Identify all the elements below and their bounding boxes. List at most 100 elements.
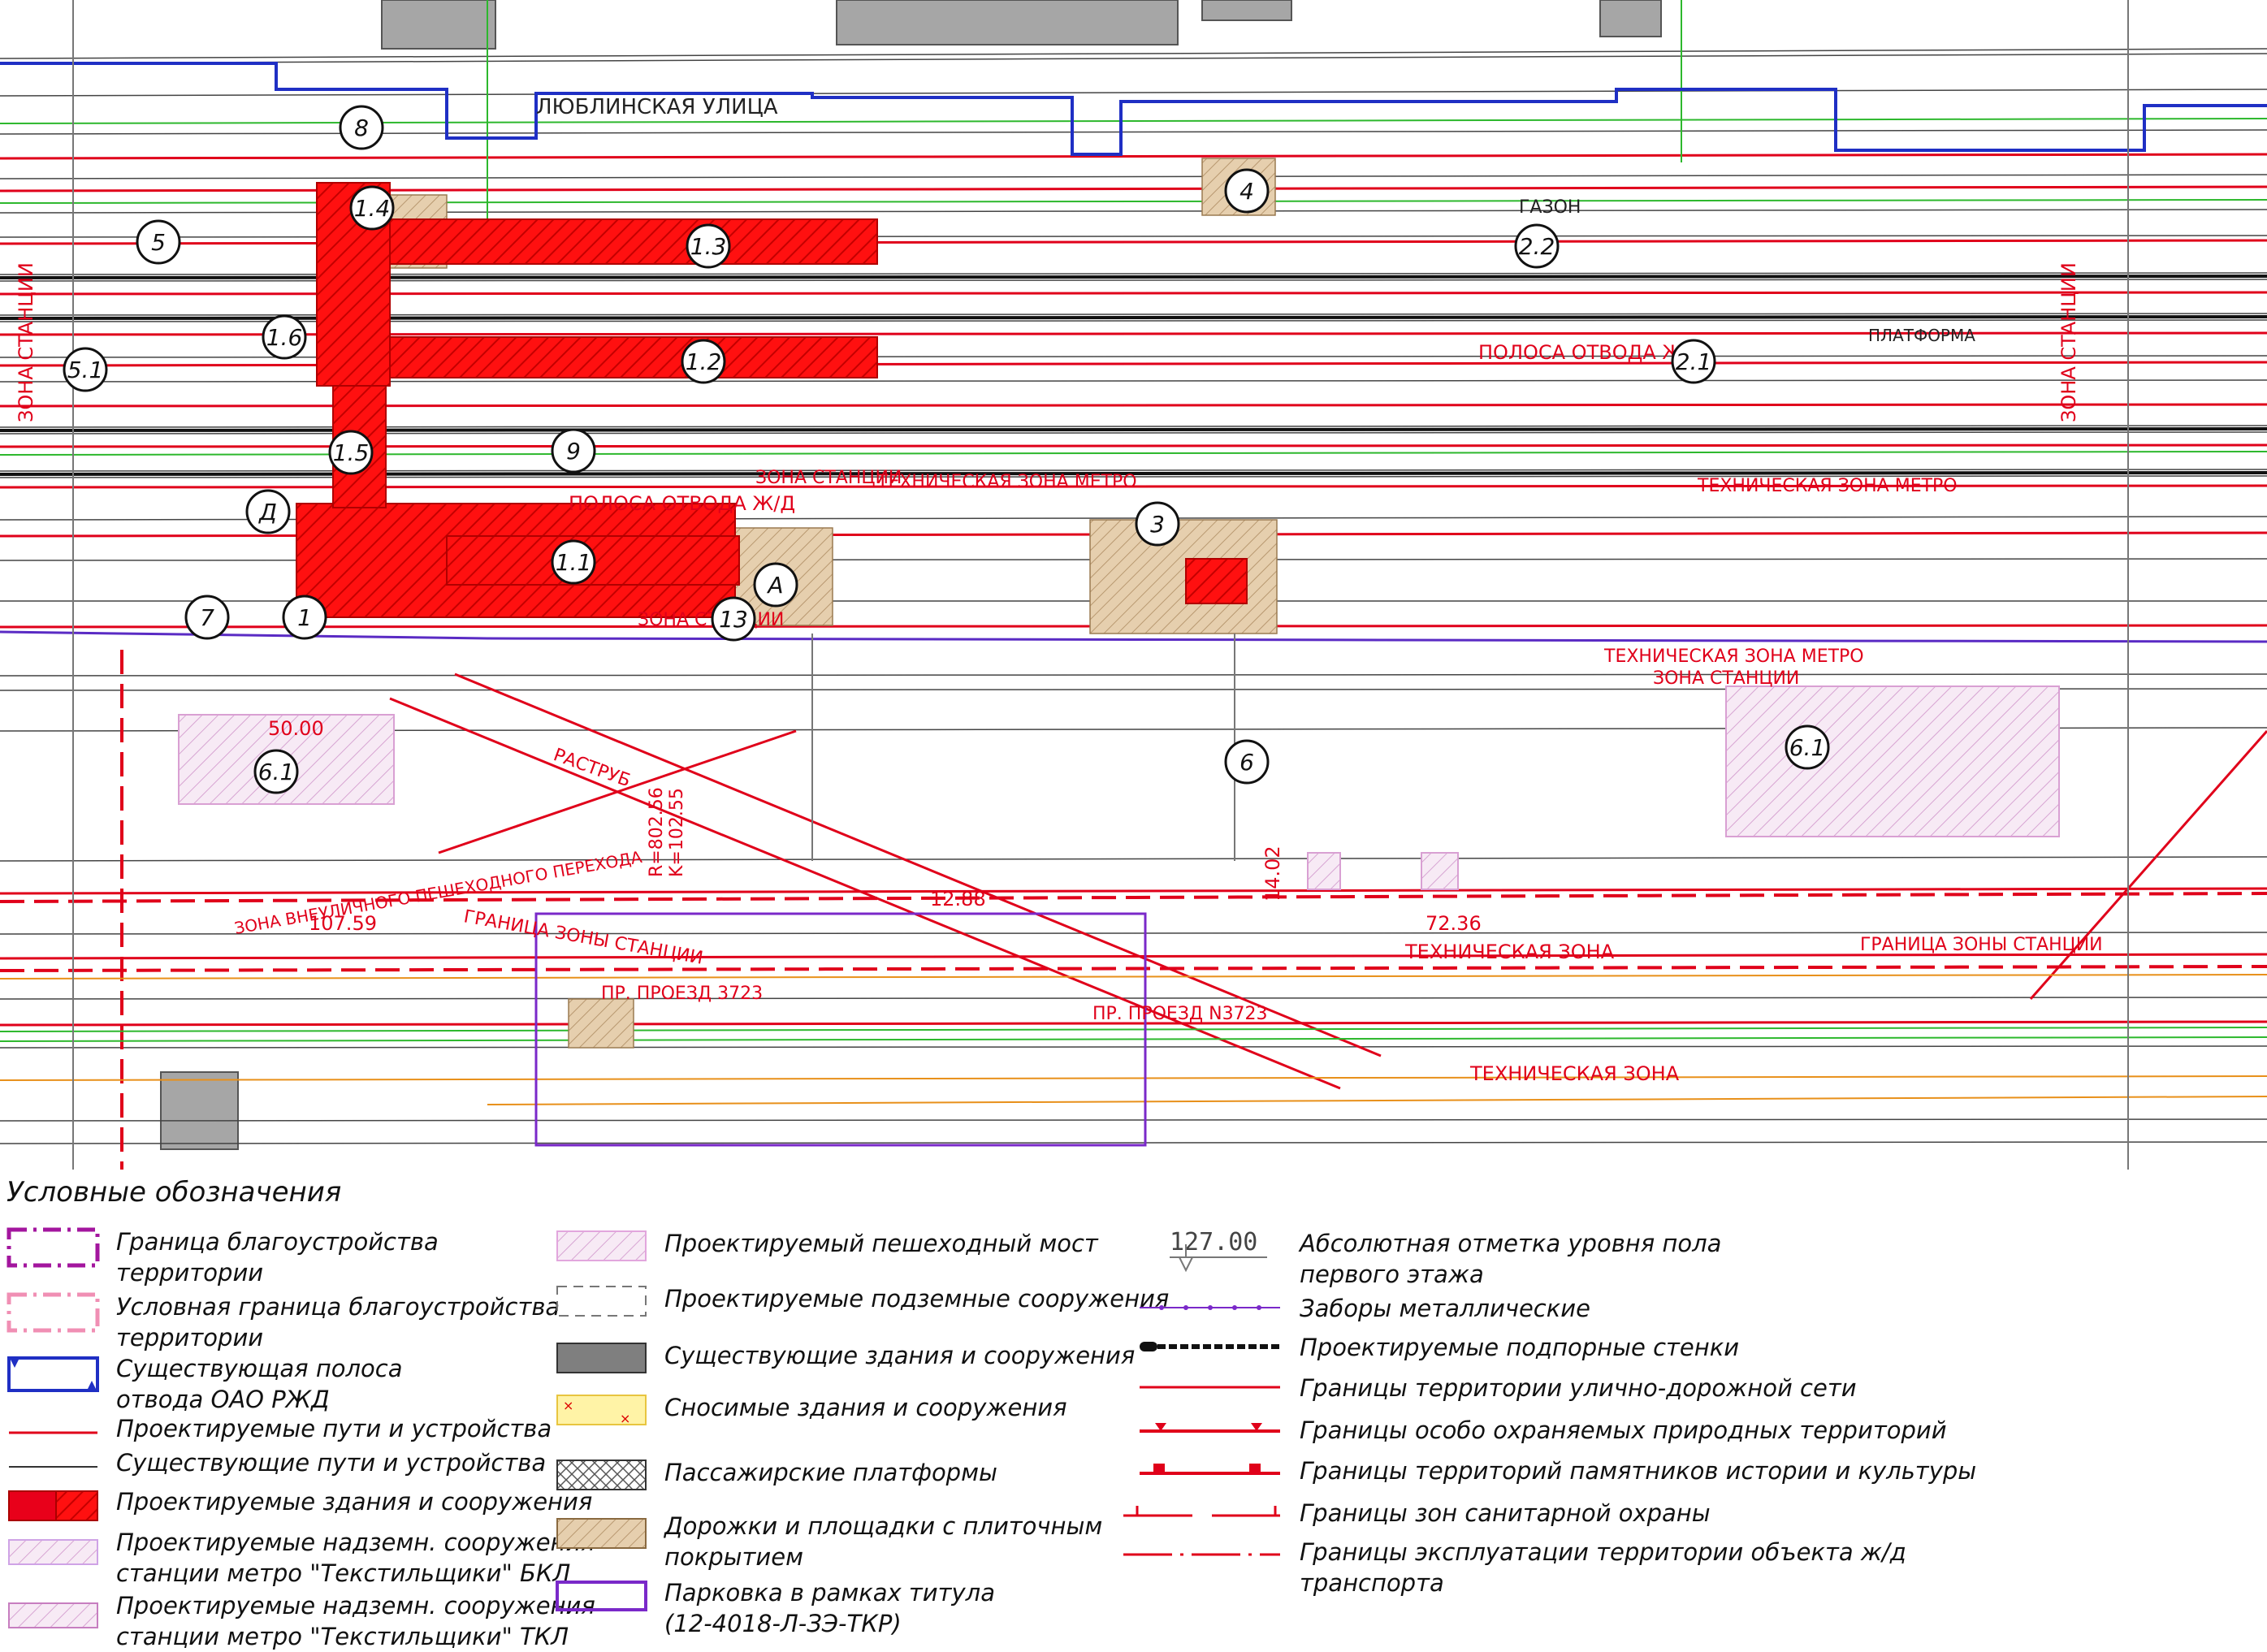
callout-label: 9 — [566, 438, 581, 465]
legend-label: Проектируемые подпорные стенки — [1300, 1334, 1740, 1361]
callout-label: Д — [257, 499, 277, 525]
callout-circle — [282, 595, 327, 640]
callout-label: 5 — [151, 229, 166, 256]
legend-item-parking: Парковка в рамках титула (12-4018-Л-ЗЭ-Т… — [555, 1577, 995, 1639]
callout-circle — [551, 428, 596, 474]
callout-circle — [1785, 724, 1830, 770]
callout-label: 8 — [354, 115, 369, 141]
legend-label: Условная граница благоустройства террито… — [116, 1293, 560, 1351]
callout-label: 1.4 — [354, 195, 391, 222]
svg-text:×: × — [620, 1411, 630, 1426]
legend: Условные обозначения Граница благоустрой… — [0, 1170, 2267, 1650]
legend-label: Пассажирские платформы — [664, 1459, 997, 1486]
k-label: K=102.55 — [667, 788, 687, 877]
symbol-elevation: 127.00 — [1170, 1228, 1283, 1277]
callout-circle — [1671, 339, 1716, 384]
callout-circle — [1224, 168, 1270, 214]
callout-label: 5.1 — [67, 357, 104, 383]
legend-item-retaining-wall: Проектируемые подпорные стенки — [1137, 1332, 1739, 1363]
legend-item-platforms: Пассажирские платформы — [555, 1457, 997, 1493]
proezd-1: ПР. ПРОЕЗД 3723 — [601, 984, 763, 1004]
tech-zona-2: ТЕХНИЧЕСКАЯ ЗОНА — [1469, 1062, 1680, 1085]
rzd-boundary-bottom — [0, 630, 2267, 643]
callout-label: 6 — [1239, 749, 1254, 776]
callout-circle — [681, 339, 726, 384]
callout-label: 7 — [200, 604, 214, 631]
symbol-underground — [556, 1286, 647, 1317]
legend-item-rzd-strip: Существующая полоса отвода ОАО РЖД — [6, 1353, 403, 1415]
callout-label: 2.2 — [1519, 233, 1555, 260]
callout-circle — [1514, 223, 1560, 269]
legend-label: Абсолютная отметка уровня пола первого э… — [1300, 1230, 1722, 1288]
symbol-parking — [556, 1581, 647, 1611]
legend-label: Существующие здания и сооружения — [664, 1342, 1136, 1369]
tech-zona-metro-2: ТЕХНИЧЕСКАЯ ЗОНА МЕТРО — [1697, 476, 1958, 496]
d72-label: 72.36 — [1426, 912, 1482, 935]
callout-circle — [686, 223, 731, 269]
callout-circle — [136, 219, 181, 265]
orange-lines — [0, 974, 2267, 1105]
symbol-sanitary — [1123, 1506, 1280, 1517]
legend-label: Границы зон санитарной охраны — [1300, 1499, 1711, 1527]
callout-label: 1 — [297, 604, 312, 631]
site-plan-map: ЛЮБЛИНСКАЯ УЛИЦА ГАЗОН ПЛАТФОРМА ПОЛОСА … — [0, 0, 2267, 1170]
legend-label: Границы территорий памятников истории и … — [1300, 1457, 1977, 1485]
callout-label: 1.6 — [266, 324, 303, 351]
symbol-projected-buildings — [8, 1490, 98, 1521]
zona-stancii-left: ЗОНА СТАНЦИИ — [15, 262, 37, 422]
r-label: R=802.56 — [647, 787, 667, 877]
legend-label: Границы эксплуатации территории объекта … — [1300, 1538, 1906, 1597]
d14-label: 14.02 — [1261, 845, 1284, 902]
callout-circle — [328, 430, 374, 475]
callout-label: 1.5 — [333, 439, 370, 466]
legend-item-projected-buildings: Проектируемые здания и сооружения — [6, 1486, 592, 1524]
callout-circle — [339, 105, 384, 150]
callout-circle — [253, 749, 299, 794]
legend-item-existing-tracks: Существующие пути и устройства — [6, 1447, 546, 1480]
legend-label: Проектируемые здания и сооружения — [116, 1488, 593, 1516]
legend-label: Сносимые здания и сооружения — [664, 1394, 1067, 1421]
callout-circle — [551, 539, 596, 585]
symbol-protected-nature — [1140, 1423, 1280, 1433]
elevation-value: 127.00 — [1170, 1228, 1258, 1256]
d50-label: 50.00 — [268, 717, 324, 740]
proezd-2: ПР. ПРОЕЗД N3723 — [1092, 1004, 1268, 1024]
callout-label: 4 — [1239, 178, 1254, 205]
legend-title: Условные обозначения — [6, 1176, 342, 1209]
legend-item-elevation: 127.00 Абсолютная отметка уровня пола пе… — [1170, 1228, 1721, 1290]
legend-item-road-network: Границы территории улично-дорожной сети — [1137, 1373, 1857, 1403]
legend-item-paving: Дорожки и площадки с плиточным покрытием — [555, 1511, 1102, 1572]
zone-boundaries — [0, 650, 2267, 1170]
legend-label: Границы особо охраняемых природных терри… — [1300, 1416, 1947, 1444]
symbol-rail-operations — [1123, 1553, 1280, 1556]
symbol-rzd-strip — [7, 1356, 99, 1392]
misc-lines — [72, 0, 2129, 1170]
granica-right: ГРАНИЦА ЗОНЫ СТАНЦИИ — [1860, 935, 2103, 955]
callout-label: 1.2 — [686, 348, 722, 375]
symbol-footbridge — [556, 1230, 647, 1261]
callout-circle — [1135, 501, 1180, 547]
legend-label: Проектируемые пути и устройства — [116, 1415, 552, 1442]
polosa-label-2: ПОЛОСА ОТВОДА Ж/Д — [569, 492, 795, 515]
callout-circle — [184, 595, 230, 640]
callout-label: 2.1 — [1676, 348, 1712, 375]
symbol-heritage — [1140, 1464, 1280, 1475]
callout-label: А — [766, 572, 783, 599]
d12-label: 12.88 — [930, 888, 986, 910]
callout-label: 3 — [1150, 511, 1165, 538]
tech-zona-metro-1: ТЕХНИЧЕСКАЯ ЗОНА МЕТРО — [876, 472, 1137, 492]
callout-circle — [1224, 739, 1270, 785]
d107-label: 107.59 — [309, 912, 377, 935]
symbol-existing-buildings — [556, 1343, 647, 1373]
symbol-paving — [556, 1518, 647, 1549]
legend-item-demolished: × × Сносимые здания и сооружения — [555, 1392, 1067, 1428]
legend-item-underground: Проектируемые подземные сооружения — [555, 1283, 1169, 1319]
legend-label: Проектируемые подземные сооружения — [664, 1285, 1170, 1313]
symbol-projected-tracks — [9, 1431, 97, 1434]
legend-item-conditional-boundary: Условная граница благоустройства террито… — [6, 1291, 560, 1353]
symbol-demolished: × × — [556, 1395, 647, 1426]
legend-label: Проектируемые надземн. сооружения станци… — [116, 1529, 595, 1587]
callout-label: 13 — [719, 606, 748, 633]
callout-circle — [245, 489, 291, 534]
legend-item-rail-operations: Границы эксплуатации территории объекта … — [1121, 1537, 1906, 1598]
